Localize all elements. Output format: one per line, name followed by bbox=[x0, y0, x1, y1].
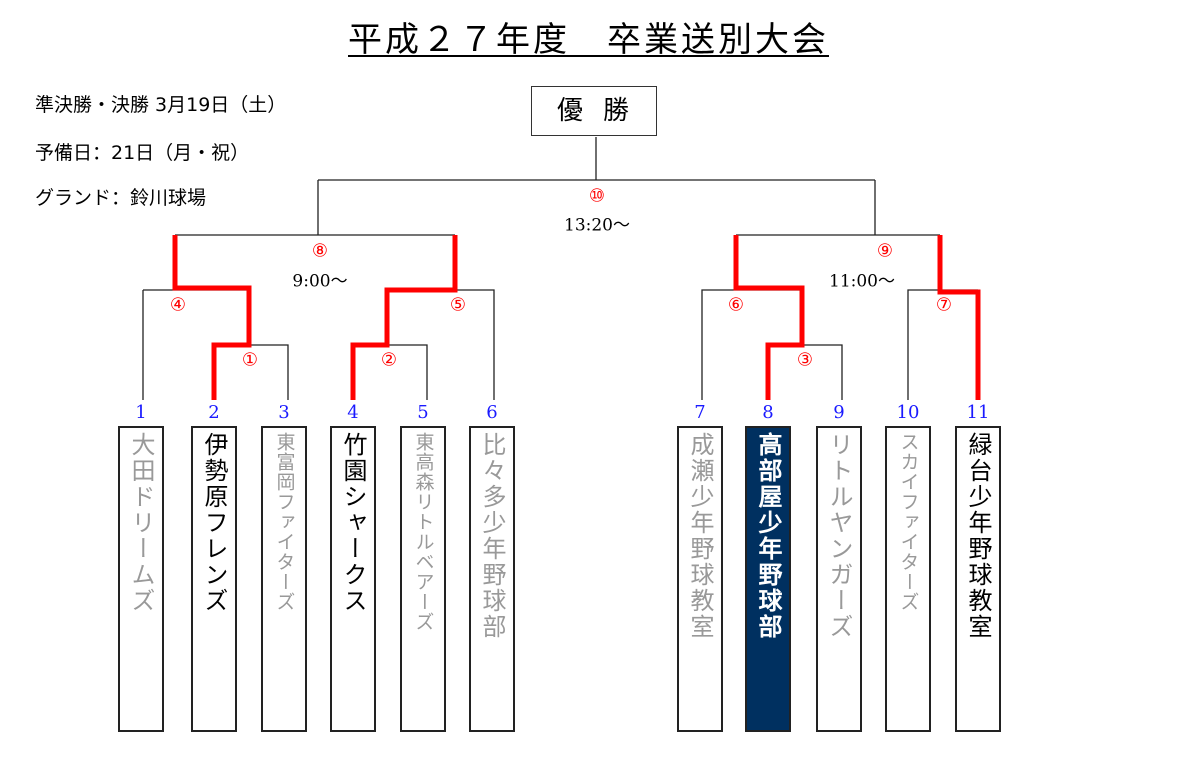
team-number: 6 bbox=[486, 402, 498, 423]
team-number: 3 bbox=[278, 402, 290, 423]
info-reserve-day: 予備日：21日（月・祝） bbox=[35, 142, 250, 164]
win-path-team2 bbox=[172, 235, 252, 400]
info-schedule: 準決勝・決勝 3月19日（土） bbox=[35, 94, 287, 116]
team-number: 11 bbox=[966, 402, 990, 423]
match-label-1: ① bbox=[241, 349, 259, 371]
match-label-3: ③ bbox=[796, 349, 814, 371]
team-box: 成瀬少年野球教室 bbox=[677, 426, 723, 732]
team-box: 伊勢原フレンズ bbox=[191, 426, 237, 732]
team-name: スカイファイターズ bbox=[897, 432, 920, 612]
team-number: 7 bbox=[694, 402, 706, 423]
team-name: 伊勢原フレンズ bbox=[200, 432, 228, 614]
team-name: 成瀬少年野球教室 bbox=[686, 432, 714, 640]
team-name: 大田ドリームズ bbox=[127, 432, 155, 614]
team-name: 比々多少年野球部 bbox=[478, 432, 506, 640]
info-ground: グランド：鈴川球場 bbox=[35, 187, 207, 209]
match-label-4: ④ bbox=[169, 294, 187, 316]
match-label-10: ⑩ bbox=[588, 185, 606, 207]
team-box: リトルヤンガーズ bbox=[816, 426, 862, 732]
match-label-2: ② bbox=[380, 349, 398, 371]
win-path-team8 bbox=[733, 235, 805, 400]
title-text: 平成２７年度 卒業送別大会 bbox=[348, 20, 829, 60]
match-label-6: ⑥ bbox=[727, 294, 745, 316]
team-box: スカイファイターズ bbox=[885, 426, 931, 732]
page-title: 平成２７年度 卒業送別大会 bbox=[0, 12, 1177, 61]
team-box: 緑台少年野球教室 bbox=[955, 426, 1001, 732]
match-time-8: 9:00～ bbox=[292, 271, 348, 292]
winner-box: 優勝 bbox=[531, 86, 657, 136]
team-number: 10 bbox=[896, 402, 920, 423]
team-box: 東富岡ファイターズ bbox=[261, 426, 307, 732]
team-name: リトルヤンガーズ bbox=[825, 432, 853, 640]
match-label-7: ⑦ bbox=[935, 294, 953, 316]
team-number: 8 bbox=[762, 402, 774, 423]
team-box: 竹園シャークス bbox=[330, 426, 376, 732]
team-name: 竹園シャークス bbox=[339, 432, 367, 614]
line-final bbox=[317, 137, 876, 235]
win-path-team11 bbox=[937, 235, 981, 400]
match-time-9: 11:00～ bbox=[829, 271, 895, 292]
match-label-5: ⑤ bbox=[449, 294, 467, 316]
team-box: 比々多少年野球部 bbox=[469, 426, 515, 732]
match-label-8: ⑧ bbox=[311, 240, 329, 262]
team-box: 高部屋少年野球部 bbox=[745, 426, 791, 732]
team-number: 2 bbox=[208, 402, 220, 423]
win-path-team4 bbox=[350, 235, 458, 400]
match-label-9: ⑨ bbox=[876, 240, 894, 262]
match-time-10: 13:20～ bbox=[564, 215, 630, 236]
team-number: 4 bbox=[347, 402, 359, 423]
team-name: 東高森リトルベアーズ bbox=[412, 432, 435, 632]
team-box: 東高森リトルベアーズ bbox=[400, 426, 446, 732]
team-number: 1 bbox=[135, 402, 147, 423]
team-number: 5 bbox=[417, 402, 429, 423]
team-name: 高部屋少年野球部 bbox=[754, 432, 782, 640]
team-box: 大田ドリームズ bbox=[118, 426, 164, 732]
team-name: 東富岡ファイターズ bbox=[273, 432, 296, 612]
team-number: 9 bbox=[833, 402, 845, 423]
team-name: 緑台少年野球教室 bbox=[964, 432, 992, 640]
